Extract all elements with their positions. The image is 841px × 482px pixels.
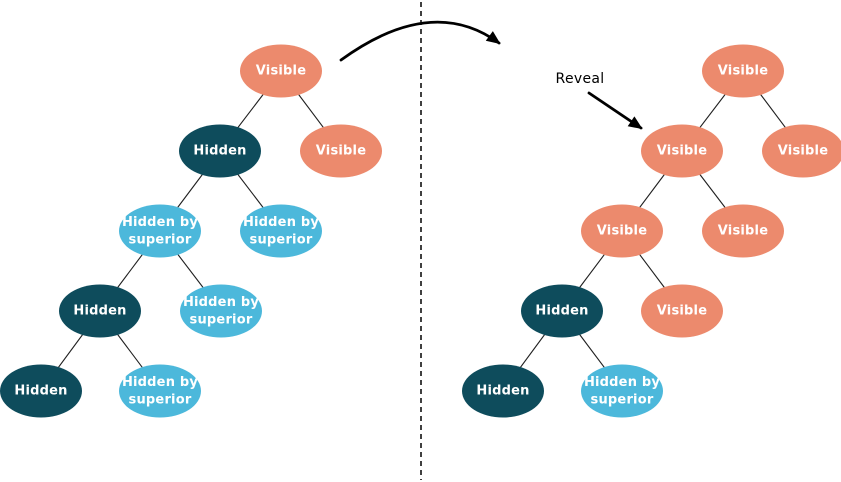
tree-node-shape [702,204,784,258]
tree-node-shape [240,204,322,258]
tree-node-label: Hidden [14,384,67,399]
tree-node-label: Hidden [476,384,529,399]
tree-node-label: Visible [657,144,707,159]
tree-node-visible: Visible [641,284,723,338]
tree-node-hidden: Hidden [0,364,82,418]
tree-node-hidden: Hidden [462,364,544,418]
tree-node-visible: Visible [581,204,663,258]
reveal-label: Reveal [556,71,605,87]
tree-node-label: Visible [316,144,366,159]
tree-node-shape [702,44,784,98]
tree-node-shape [641,124,723,178]
tree-node-hidden: Hidden [59,284,141,338]
tree-node-label: Visible [597,224,647,239]
tree-node-shape [119,364,201,418]
tree-node-label: Visible [778,144,828,159]
tree-node-visible: Visible [762,124,841,178]
tree-node-shape [180,284,262,338]
tree-node-shape [462,364,544,418]
tree-node-shape [179,124,261,178]
tree-node-shape [581,364,663,418]
tree-node-visible: Visible [702,204,784,258]
annotation-layer: Reveal [339,20,643,130]
tree-node-shape [59,284,141,338]
transform-arrow [339,20,501,62]
tree-node-label: Visible [718,224,768,239]
tree-node-shape [521,284,603,338]
tree-node-shape [581,204,663,258]
tree-node-visible: Visible [240,44,322,98]
tree-node-label: Hidden [73,304,126,319]
reveal-arrow [587,91,643,130]
tree-node-visible: Visible [300,124,382,178]
tree-node-label: Hidden [535,304,588,319]
tree-node-shape [762,124,841,178]
tree-node-visible: Visible [641,124,723,178]
tree-node-label: Visible [256,64,306,79]
tree-node-label: Visible [657,304,707,319]
tree-node-shape [0,364,82,418]
tree-node-shape [641,284,723,338]
tree-node-visible: Visible [702,44,784,98]
tree-node-label: Visible [718,64,768,79]
tree-node-hidden: Hidden [179,124,261,178]
tree-node-hidden: Hidden [521,284,603,338]
tree-node-shape [300,124,382,178]
tree-node-shape [119,204,201,258]
tree-node-label: Hidden [193,144,246,159]
tree-node-shape [240,44,322,98]
